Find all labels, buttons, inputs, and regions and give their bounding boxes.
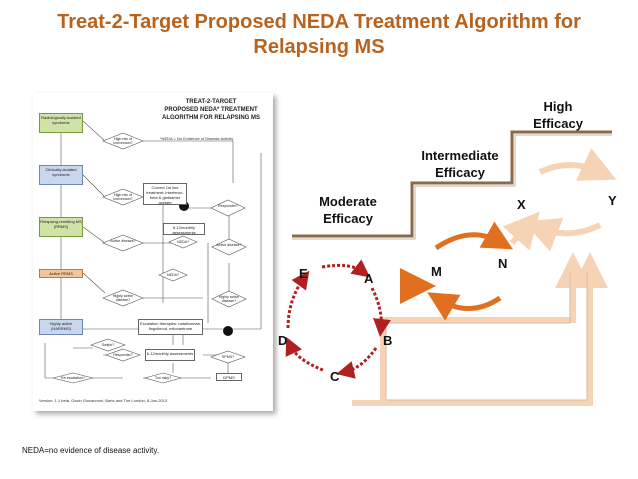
stage-active-rrms: Active RRMS (39, 269, 83, 278)
decision-high-risk-1: High risk of conversion? (113, 137, 133, 145)
letter-n: N (498, 256, 508, 271)
cycle-arrow-e-a (321, 259, 371, 278)
label-moderate-efficacy: Moderate Efficacy (319, 194, 377, 226)
box-assessments-1: 6-12monthly assessments (163, 223, 205, 235)
decision-active-disease-1: Active disease? (110, 239, 136, 243)
box-dpms: DPMS (216, 373, 242, 381)
stage-ris: Radiologically-isolated syndrome (39, 113, 83, 133)
letter-x: X (517, 197, 526, 212)
orange-cycle (427, 221, 514, 321)
letter-y: Y (608, 193, 617, 208)
cycle-arrow-b-c (336, 347, 378, 379)
flowchart-title: TREAT-2-TARGET PROPOSED NEDA* TREATMENT … (155, 98, 267, 122)
decision-neda-1: NEDA? (177, 240, 189, 244)
slide-title: Treat-2-Target Proposed NEDA Treatment A… (0, 10, 638, 60)
cycle-arrow-c-d (285, 336, 324, 372)
decision-spms: SPMS? (221, 355, 235, 359)
flowchart-footer: Version: 1.1 beta. Gavin Giovannoni, Bar… (39, 398, 168, 403)
decision-re-escalation: Re-escalation? (61, 376, 85, 380)
letter-c: C (330, 369, 340, 384)
slide-title-line-2: Relapsing MS (253, 36, 385, 58)
pale-cycle (523, 148, 617, 252)
cycle-arrow-d-e (286, 270, 310, 329)
slide-title-line-1: Treat-2-Target Proposed NEDA Treatment A… (57, 11, 581, 33)
flowchart-title-line-3: ALGORITHM FOR RELAPSING MS (162, 115, 260, 121)
footnote: NEDA=no evidence of disease activity. (22, 446, 160, 455)
algorithm-flowchart: TREAT-2-TARGET PROPOSED NEDA* TREATMENT … (33, 93, 273, 411)
decision-switch: Switch? (101, 343, 115, 347)
transition-arrow-2 (502, 211, 540, 251)
decision-neda-2: NEDA? (167, 273, 179, 277)
box-escalation-therapies: Escalation therapies: natalizumab, fingo… (138, 319, 203, 335)
label-high-efficacy: High Efficacy (533, 99, 583, 131)
decision-high-risk-2: High risk of conversion? (113, 193, 133, 201)
letter-e: E (299, 266, 308, 281)
decision-responder-1: Responder? (218, 204, 238, 208)
stage-harrms: Highly active (HARRMS) (39, 319, 83, 335)
letter-a: A (364, 271, 374, 286)
efficacy-step-line (292, 130, 612, 240)
box-first-line-treatment: Correct 1st line treatment: interferon-b… (143, 183, 187, 205)
letter-b: B (383, 333, 393, 348)
cycle-arrow-y-x (523, 217, 602, 252)
feedback-arrows (352, 252, 608, 406)
flowchart-connectors (44, 120, 262, 384)
letter-m: M (431, 264, 442, 279)
decision-highly-active-2: Highly active disease? (218, 295, 240, 303)
decision-responder-2: Responder? (113, 353, 133, 357)
decision-active-disease-2: Active disease? (216, 243, 242, 247)
flowchart-note: *NEDA = No Evidence of Disease Activity (160, 136, 234, 141)
cycle-arrow-m-n (434, 221, 514, 251)
decision-highly-active-1: Highly active disease? (112, 294, 134, 302)
flowchart-title-line-1: TREAT-2-TARGET (185, 99, 237, 105)
decision-too-risky: Too risky? (154, 376, 172, 380)
feedback-arrow-1 (380, 252, 591, 403)
cycle-arrow-n-m (427, 292, 502, 321)
cycle-arrow-a-b (370, 287, 391, 337)
letter-d: D (278, 333, 288, 348)
stage-rrms: Relapsing-remitting MS (RRMS) (39, 217, 83, 237)
cycle-arrow-x-y (538, 148, 617, 181)
stage-cis: Clinically-isolated syndrome (39, 165, 83, 185)
dashed-cycle (285, 259, 391, 379)
box-assessments-2: 6-12monthly assessments (145, 349, 195, 361)
label-intermediate-efficacy: Intermediate Efficacy (421, 148, 499, 180)
flowchart-title-line-2: PROPOSED NEDA* TREATMENT (164, 107, 258, 113)
feedback-arrow-2 (383, 252, 608, 406)
